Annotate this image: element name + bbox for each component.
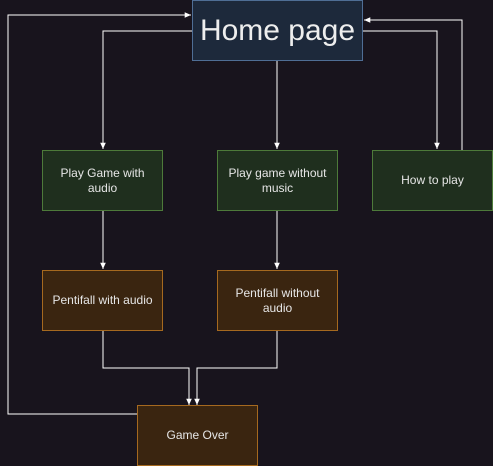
edge-pentifall-audio-to-game-over (102, 331, 192, 405)
node-pentifall-without-audio[interactable]: Pentifall without audio (217, 270, 338, 331)
node-how-to-play[interactable]: How to play (372, 150, 493, 211)
node-play-game-without-music-label: Play game without music (228, 165, 327, 195)
edge-pentifall-no-audio-to-game-over (194, 331, 278, 405)
node-pentifall-without-audio-label: Pentifall without audio (235, 285, 320, 315)
node-pentifall-with-audio-label: Pentifall with audio (52, 293, 153, 307)
node-game-over[interactable]: Game Over (137, 405, 258, 466)
edge-how-to-play-to-home (364, 17, 463, 150)
node-play-game-with-audio[interactable]: Play Game with audio (42, 150, 163, 211)
node-play-game-with-audio-label: Play Game with audio (60, 165, 145, 195)
edge-game-over-to-home (7, 12, 191, 415)
node-game-over-label: Game Over (166, 428, 229, 442)
edge-home-to-play-audio (100, 30, 192, 149)
node-home-page-label: Home page (199, 13, 356, 47)
node-play-game-without-music[interactable]: Play game without music (217, 150, 338, 211)
node-how-to-play-label: How to play (401, 173, 464, 187)
edge-home-to-how-to-play (363, 30, 440, 149)
node-home-page[interactable]: Home page (192, 0, 363, 61)
node-pentifall-with-audio[interactable]: Pentifall with audio (42, 270, 163, 331)
